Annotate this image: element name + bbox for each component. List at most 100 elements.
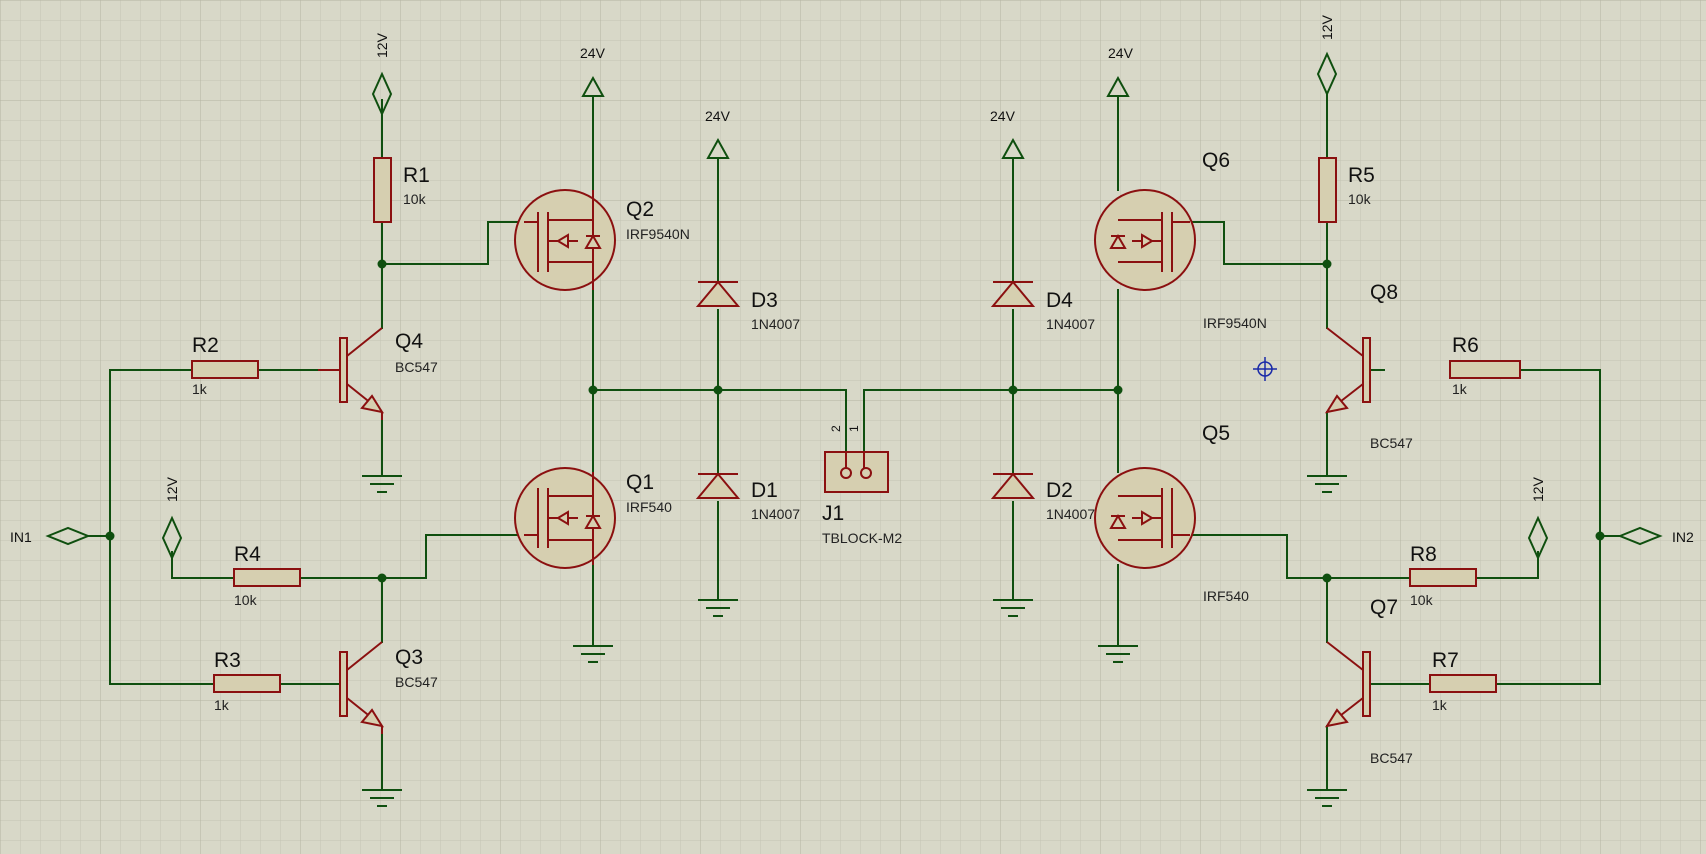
- resistor-r3-body[interactable]: [213, 674, 281, 693]
- wire[interactable]: [1189, 534, 1411, 579]
- value-r3: 1k: [214, 697, 230, 713]
- terminal-label-in2: IN2: [1672, 529, 1694, 545]
- power-12v-diamond-icon[interactable]: [1527, 515, 1549, 561]
- power-label-12v: 12V: [1319, 14, 1335, 40]
- power-label-12v: 12V: [374, 32, 390, 58]
- connector-j1-symbol[interactable]: [824, 451, 889, 493]
- ground-icon[interactable]: [573, 640, 613, 663]
- wire[interactable]: [299, 534, 525, 579]
- wire[interactable]: [381, 221, 525, 265]
- wire[interactable]: [1189, 221, 1328, 265]
- ref-d1: D1: [751, 479, 778, 502]
- transistor-q3-symbol[interactable]: [339, 641, 385, 734]
- ref-j1: J1: [822, 502, 844, 525]
- junction-dot: [377, 259, 387, 269]
- diodes: [695, 280, 1036, 499]
- resistor-r4-body[interactable]: [233, 568, 301, 587]
- power-label-12v: 12V: [1530, 476, 1546, 502]
- mosfets: [514, 189, 1196, 569]
- value-r1: 10k: [403, 191, 427, 207]
- terminal-label-in1: IN1: [10, 529, 32, 545]
- value-d2: 1N4007: [1046, 506, 1095, 522]
- resistors: [191, 157, 1521, 693]
- ground-icon[interactable]: [1307, 784, 1347, 807]
- ground-icon[interactable]: [362, 470, 402, 493]
- resistor-r5-body[interactable]: [1318, 157, 1337, 223]
- ref-r5: R5: [1348, 164, 1375, 187]
- ref-q7: Q7: [1370, 596, 1398, 619]
- ref-q6: Q6: [1202, 149, 1230, 172]
- value-q1: IRF540: [626, 499, 672, 515]
- value-r2: 1k: [192, 381, 208, 397]
- diode-d2-symbol[interactable]: [990, 472, 1036, 499]
- resistor-r6-body[interactable]: [1449, 360, 1521, 379]
- ref-q5: Q5: [1202, 422, 1230, 445]
- value-q6: IRF9540N: [1203, 315, 1267, 331]
- value-q2: IRF9540N: [626, 226, 690, 242]
- ref-r7: R7: [1432, 649, 1459, 672]
- mosfet-q5-symbol[interactable]: [1094, 467, 1196, 569]
- value-q8: BC547: [1370, 435, 1413, 451]
- value-d1: 1N4007: [751, 506, 800, 522]
- ground-icon[interactable]: [698, 599, 738, 617]
- j1-pin2-label: 2: [829, 425, 843, 432]
- value-q7: BC547: [1370, 750, 1413, 766]
- resistor-r8-body[interactable]: [1409, 568, 1477, 587]
- power-label-24v: 24V: [990, 108, 1016, 124]
- power-12v-diamond-icon[interactable]: [161, 515, 183, 561]
- wire[interactable]: [1475, 551, 1539, 579]
- value-d4: 1N4007: [1046, 316, 1095, 332]
- diode-d1-symbol[interactable]: [695, 472, 741, 499]
- junction-dot: [105, 531, 115, 541]
- mosfet-q1-symbol[interactable]: [514, 467, 616, 569]
- grounds: [362, 470, 1347, 807]
- power-label-24v: 24V: [1108, 45, 1134, 61]
- junction-dot: [1113, 385, 1123, 395]
- ref-d2: D2: [1046, 479, 1073, 502]
- transistor-q7-symbol[interactable]: [1324, 641, 1371, 728]
- j1-pin1-label: 1: [847, 425, 861, 432]
- power-label-12v: 12V: [164, 476, 180, 502]
- ground-icon[interactable]: [362, 784, 402, 807]
- ref-r3: R3: [214, 649, 241, 672]
- value-q4: BC547: [395, 359, 438, 375]
- power-12v-diamond-icon[interactable]: [371, 71, 393, 117]
- diode-d3-symbol[interactable]: [695, 280, 741, 307]
- junction-dot: [1322, 259, 1332, 269]
- transistor-q8-symbol[interactable]: [1324, 327, 1371, 414]
- diode-d4-symbol[interactable]: [990, 280, 1036, 307]
- ref-q1: Q1: [626, 471, 654, 494]
- resistor-r1-body[interactable]: [373, 157, 392, 223]
- junction-dot: [588, 385, 598, 395]
- ground-icon[interactable]: [1307, 470, 1347, 493]
- ref-r1: R1: [403, 164, 430, 187]
- value-j1: TBLOCK-M2: [822, 530, 902, 546]
- ground-icon[interactable]: [1098, 640, 1138, 663]
- transistor-q4-symbol[interactable]: [318, 327, 385, 420]
- value-r5: 10k: [1348, 191, 1372, 207]
- value-r6: 1k: [1452, 381, 1468, 397]
- wire[interactable]: [171, 551, 235, 579]
- ref-r8: R8: [1410, 543, 1437, 566]
- in2-terminal-icon[interactable]: [1617, 526, 1663, 546]
- wire[interactable]: [863, 389, 1119, 453]
- value-q3: BC547: [395, 674, 438, 690]
- mosfet-q6-symbol[interactable]: [1094, 189, 1196, 291]
- bjts: [318, 327, 1371, 734]
- wire[interactable]: [592, 389, 847, 453]
- junction-dot: [1595, 531, 1605, 541]
- ref-r6: R6: [1452, 334, 1479, 357]
- resistor-r2-body[interactable]: [191, 360, 259, 379]
- mosfet-q2-symbol[interactable]: [514, 189, 616, 291]
- ref-q3: Q3: [395, 646, 423, 669]
- ref-r4: R4: [234, 543, 261, 566]
- crosshair-cursor-icon: [1253, 357, 1277, 381]
- ref-d4: D4: [1046, 289, 1073, 312]
- ground-icon[interactable]: [993, 599, 1033, 617]
- power-24v-arrow-icon[interactable]: [1001, 137, 1025, 159]
- resistor-r7-body[interactable]: [1429, 674, 1497, 693]
- power-24v-arrow-icon[interactable]: [706, 137, 730, 159]
- value-r8: 10k: [1410, 592, 1434, 608]
